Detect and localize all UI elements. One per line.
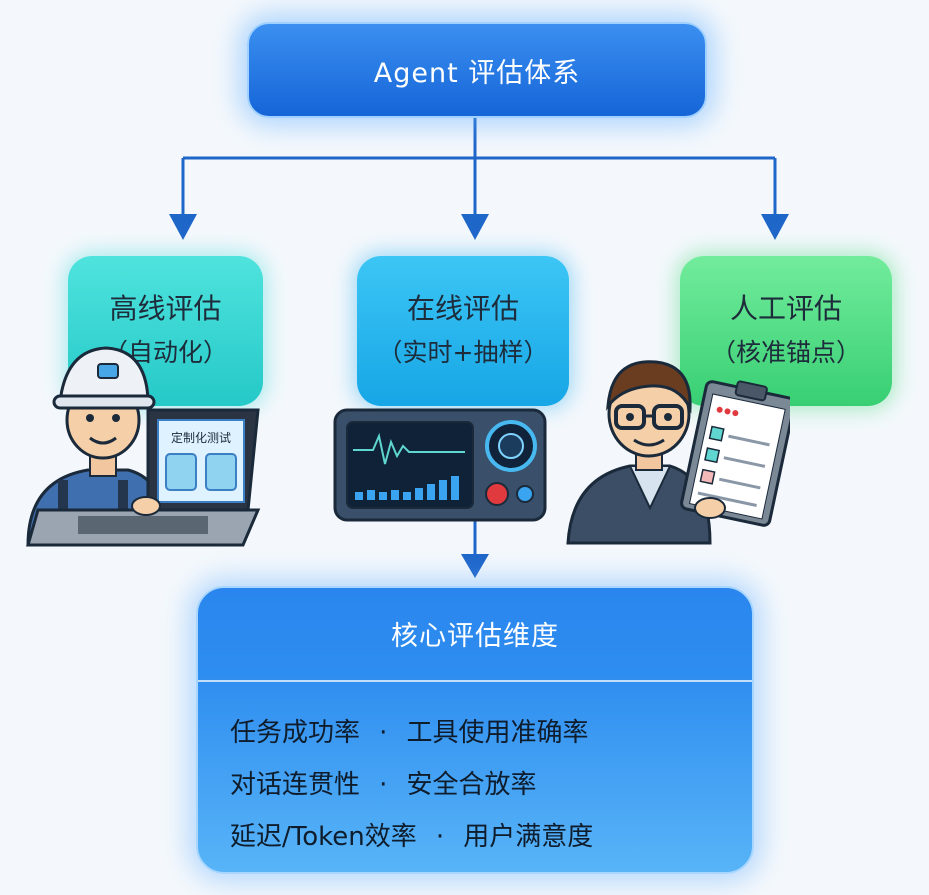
dimension-item: 延迟/Token效率 <box>230 822 417 852</box>
dimensions-title: 核心评估维度 <box>391 621 559 652</box>
dimension-item: 用户满意度 <box>463 822 594 852</box>
branch-human-subtitle: （核准锚点） <box>710 338 861 367</box>
dimension-row: 延迟/Token效率 · 用户满意度 <box>230 816 732 853</box>
arrowhead-dims <box>461 554 489 578</box>
dimension-separator: · <box>435 822 445 852</box>
branch-online-title: 在线评估 <box>406 292 519 325</box>
branch-offline-eval: 高线评估 （自动化） <box>68 256 263 406</box>
dimension-item: 工具使用准确率 <box>406 718 589 748</box>
reviewer-with-clipboard-icon <box>566 360 790 545</box>
branch-online-eval: 在线评估 （实时+抽样） <box>357 256 569 406</box>
arrowhead-right <box>761 214 789 240</box>
dimension-row: 任务成功率 · 工具使用准确率 <box>230 712 732 749</box>
worker-with-laptop-icon: 定制化测试 <box>26 346 261 547</box>
core-dimensions-panel: 核心评估维度 任务成功率 · 工具使用准确率 对话连贯性 · 安全合放率 延迟/… <box>196 586 754 874</box>
branch-online-subtitle: （实时+抽样） <box>377 338 549 367</box>
arrowhead-left <box>169 214 197 240</box>
branch-human-eval: 人工评估 （核准锚点） <box>680 256 892 406</box>
dimension-item: 安全合放率 <box>406 770 537 800</box>
branch-offline-title: 高线评估 <box>109 292 222 325</box>
dimension-item: 任务成功率 <box>230 718 361 748</box>
root-node: Agent 评估体系 <box>247 22 707 118</box>
monitor-dashboard-icon <box>333 408 547 522</box>
root-label: Agent 评估体系 <box>373 57 581 89</box>
dimensions-divider <box>198 680 752 682</box>
dimension-row: 对话连贯性 · 安全合放率 <box>230 764 732 801</box>
dimension-item: 对话连贯性 <box>230 770 361 800</box>
branch-human-title: 人工评估 <box>729 292 842 325</box>
dimension-separator: · <box>379 718 388 748</box>
arrowhead-mid <box>461 214 489 240</box>
laptop-screen-text: 定制化测试 <box>171 430 231 445</box>
dimension-separator: · <box>379 770 388 800</box>
